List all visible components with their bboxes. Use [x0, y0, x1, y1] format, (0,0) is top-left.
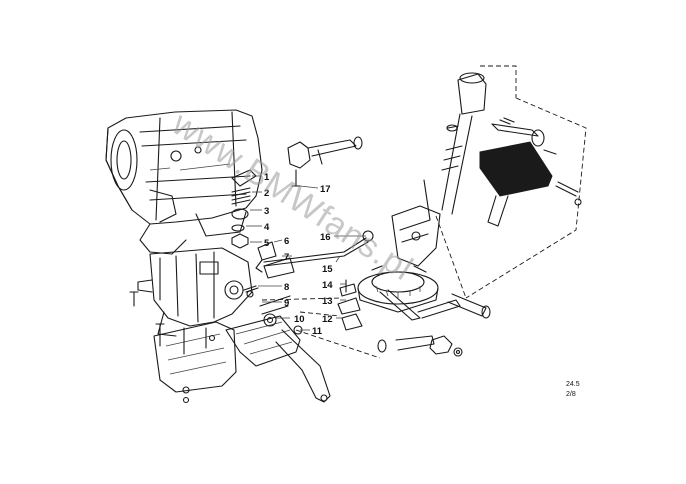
callout-12: 12: [322, 314, 333, 325]
callout-9: 9: [284, 298, 289, 309]
linkage-dashed-lines: [261, 297, 381, 359]
callout-17: 17: [320, 184, 331, 195]
shift-fork-top: [287, 136, 363, 187]
callout-14: 14: [322, 280, 333, 291]
selector-linkage-plate: [225, 295, 331, 403]
callout-6: 6: [284, 236, 289, 247]
lower-pins-and-nuts: [377, 289, 491, 357]
callout-1: 1: [264, 172, 270, 183]
gear-selector-assembly: [357, 72, 487, 313]
callout-5: 5: [264, 238, 270, 249]
callout-7: 7: [284, 252, 289, 263]
callout-3: 3: [264, 206, 269, 217]
callout-8: 8: [284, 282, 289, 293]
callout-leaders: [246, 175, 366, 331]
callout-numbers: 1 2 3 4 5 6 7 8 9 10 11 12 13 14 15 16 1…: [264, 172, 333, 337]
page-code: 2/8: [566, 391, 576, 398]
valve-body: [137, 247, 253, 394]
pan-bolts: [129, 291, 207, 404]
assembly-dashed-outline: [435, 65, 587, 299]
diagram-id: 24.5: [566, 381, 580, 388]
transmission-housing: [105, 109, 263, 255]
shift-handle-assembly: [479, 117, 582, 227]
callout-2: 2: [264, 188, 269, 199]
callout-11: 11: [312, 326, 323, 337]
callout-15: 15: [322, 264, 333, 275]
callout-16: 16: [320, 232, 331, 243]
callout-13: 13: [322, 296, 333, 307]
callout-4: 4: [264, 222, 270, 233]
callout-10: 10: [294, 314, 305, 325]
small-clips-12-14: [337, 279, 363, 331]
